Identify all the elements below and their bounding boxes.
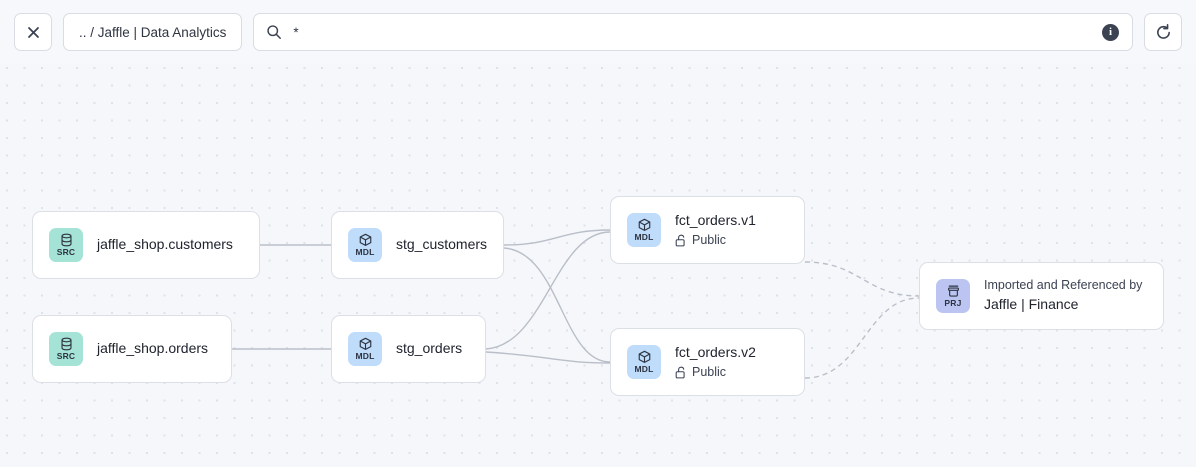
- refresh-button[interactable]: [1144, 13, 1182, 51]
- mdl-badge: MDL: [627, 213, 661, 247]
- breadcrumb-label: .. / Jaffle | Data Analytics: [79, 24, 227, 40]
- search-input[interactable]: [293, 24, 1091, 40]
- node-title: fct_orders.v1: [675, 212, 756, 229]
- node-stg-orders[interactable]: MDL stg_orders: [331, 315, 486, 383]
- node-text: stg_customers: [396, 236, 487, 254]
- mdl-badge-label: MDL: [634, 364, 654, 375]
- search-icon: [267, 25, 282, 39]
- src-badge: SRC: [49, 228, 83, 262]
- node-title: stg_orders: [396, 340, 463, 357]
- node-text: stg_orders: [396, 340, 462, 358]
- cube-icon: [638, 218, 650, 232]
- node-text: fct_orders.v1 Public: [675, 212, 756, 248]
- info-icon-label: i: [1108, 26, 1113, 38]
- project-icon: [947, 285, 959, 297]
- mdl-badge: MDL: [627, 345, 661, 379]
- refresh-icon: [1156, 23, 1170, 39]
- cube-icon: [359, 233, 371, 247]
- info-icon[interactable]: i: [1102, 23, 1119, 41]
- toolbar: .. / Jaffle | Data Analytics i: [0, 0, 1196, 64]
- node-text: jaffle_shop.customers: [97, 236, 233, 254]
- unlock-icon: [675, 366, 685, 379]
- prj-badge: PRJ: [936, 279, 970, 313]
- database-icon: [60, 233, 72, 247]
- mdl-badge-label: MDL: [634, 232, 654, 243]
- node-text: fct_orders.v2 Public: [675, 344, 756, 380]
- node-visibility: Public: [675, 233, 756, 248]
- src-badge: SRC: [49, 332, 83, 366]
- search-bar[interactable]: i: [253, 13, 1133, 51]
- graph-canvas[interactable]: [0, 63, 1196, 467]
- prj-badge-label: PRJ: [944, 298, 962, 309]
- node-kicker: Imported and Referenced by: [984, 278, 1143, 293]
- node-title: fct_orders.v2: [675, 344, 756, 361]
- node-jaffle-shop-orders[interactable]: SRC jaffle_shop.orders: [32, 315, 232, 383]
- cube-icon: [359, 337, 371, 351]
- node-visibility-label: Public: [692, 232, 727, 247]
- breadcrumb[interactable]: .. / Jaffle | Data Analytics: [63, 13, 243, 51]
- database-icon: [60, 337, 72, 351]
- node-visibility-label: Public: [692, 364, 727, 379]
- node-fct-orders-v1[interactable]: MDL fct_orders.v1 Public: [610, 196, 805, 264]
- close-button[interactable]: [14, 13, 52, 51]
- node-fct-orders-v2[interactable]: MDL fct_orders.v2 Public: [610, 328, 805, 396]
- src-badge-label: SRC: [56, 351, 76, 362]
- mdl-badge: MDL: [348, 332, 382, 366]
- node-jaffle-finance-project[interactable]: PRJ Imported and Referenced by Jaffle | …: [919, 262, 1164, 330]
- mdl-badge-label: MDL: [355, 351, 375, 362]
- node-title: jaffle_shop.orders: [97, 340, 209, 357]
- cube-icon: [638, 350, 650, 364]
- node-text: Imported and Referenced by Jaffle | Fina…: [984, 278, 1142, 314]
- mdl-badge: MDL: [348, 228, 382, 262]
- node-text: jaffle_shop.orders: [97, 340, 208, 358]
- node-stg-customers[interactable]: MDL stg_customers: [331, 211, 504, 279]
- node-jaffle-shop-customers[interactable]: SRC jaffle_shop.customers: [32, 211, 260, 279]
- node-visibility: Public: [675, 365, 756, 380]
- node-title: jaffle_shop.customers: [97, 236, 233, 253]
- src-badge-label: SRC: [56, 247, 76, 258]
- node-title: stg_customers: [396, 236, 488, 253]
- unlock-icon: [675, 234, 685, 247]
- mdl-badge-label: MDL: [355, 247, 375, 258]
- close-icon: [27, 26, 39, 38]
- node-title: Jaffle | Finance: [984, 296, 1079, 313]
